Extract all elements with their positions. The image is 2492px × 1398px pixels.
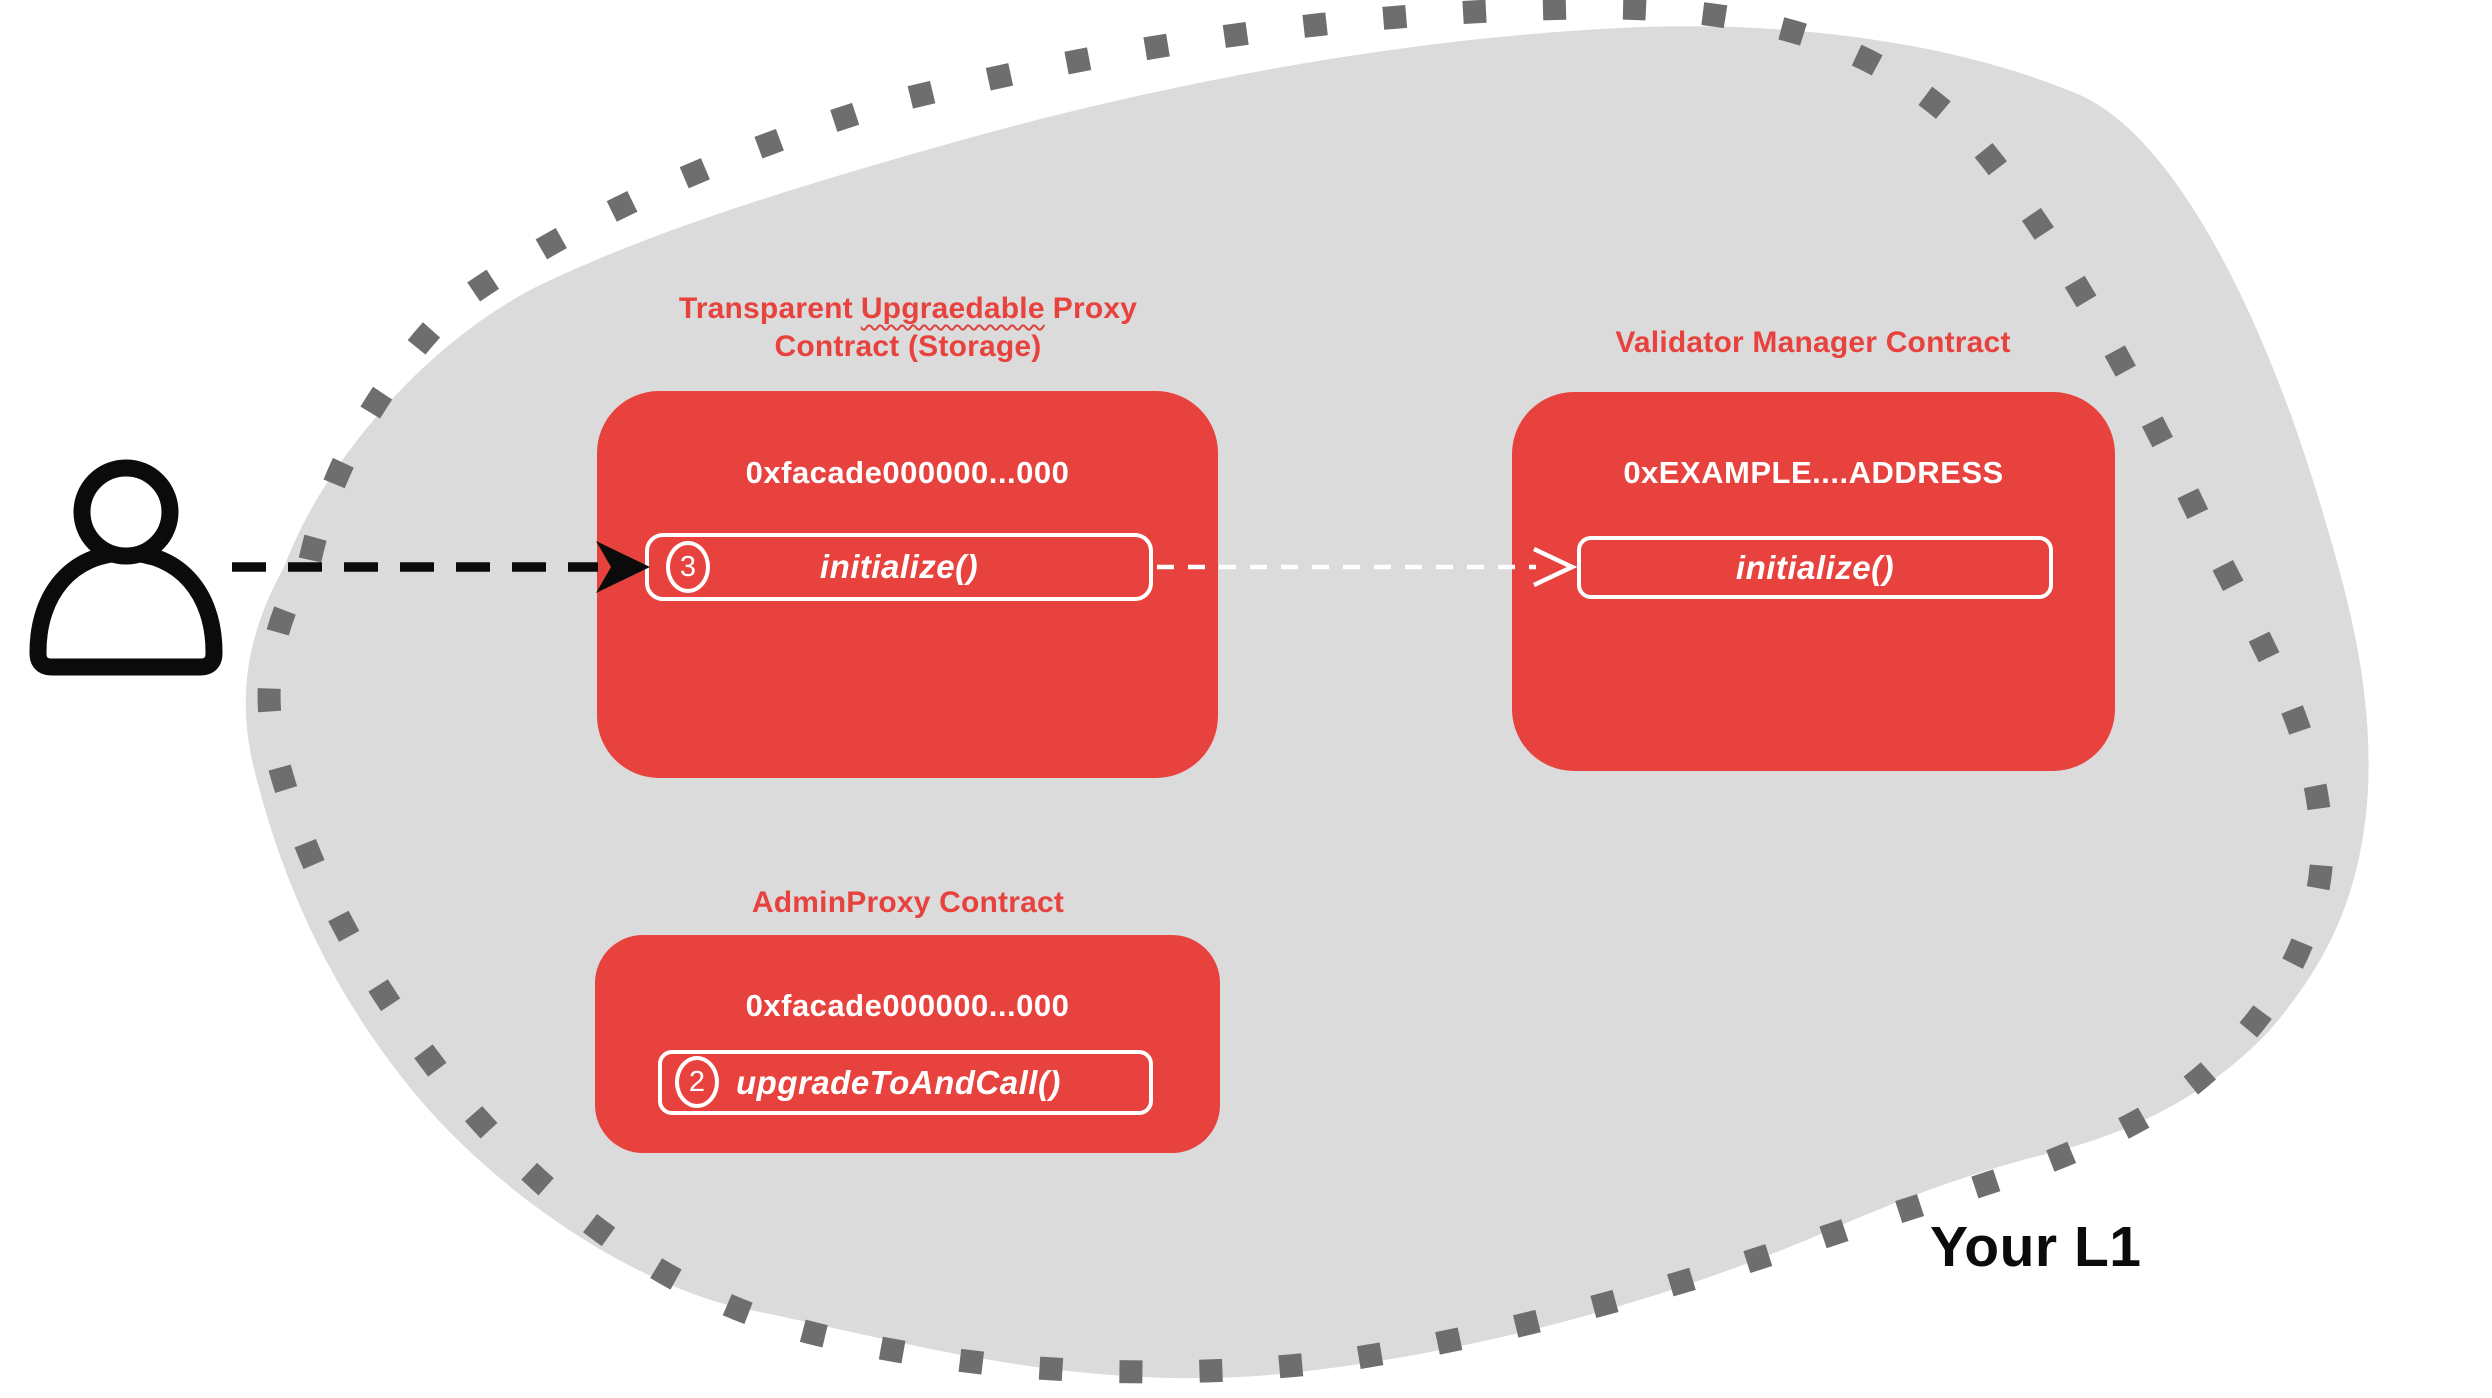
user-call-arrow (232, 541, 650, 593)
step-3-badge: 3 (666, 541, 710, 593)
proxy-delegate-arrow (1157, 546, 1578, 588)
admin-upgrade-method-pill: upgradeToAndCall() (658, 1050, 1153, 1115)
admin-upgrade-label: upgradeToAndCall() (736, 1063, 1061, 1101)
step-2-badge: 2 (675, 1056, 719, 1108)
proxy-initialize-label: initialize() (819, 548, 979, 585)
validator-manager-contract-box (1512, 392, 2115, 771)
region-label-your-l1: Your L1 (1930, 1215, 2142, 1279)
validator-initialize-label: initialize() (1735, 548, 1895, 586)
transparent-proxy-title-line2: Contract (Storage) (774, 330, 1042, 363)
transparent-proxy-address: 0xfacade000000...000 (745, 455, 1070, 490)
person-icon (29, 459, 223, 676)
blob-dotted-border (257, 0, 2334, 1384)
validator-manager-address: 0xEXAMPLE....ADDRESS (1623, 455, 2004, 490)
transparent-proxy-title-pre: Transparent (678, 292, 853, 325)
validator-manager-title: Validator Manager Contract (1615, 326, 2011, 359)
admin-proxy-contract-box (595, 935, 1220, 1153)
transparent-proxy-title-post: Proxy (1052, 292, 1138, 325)
admin-proxy-title: AdminProxy Contract (751, 886, 1065, 919)
transparent-proxy-title-misspelled-word: Upgraedable (860, 292, 1045, 325)
validator-initialize-method-pill: initialize() (1577, 536, 2053, 599)
admin-proxy-address: 0xfacade000000...000 (745, 988, 1070, 1023)
